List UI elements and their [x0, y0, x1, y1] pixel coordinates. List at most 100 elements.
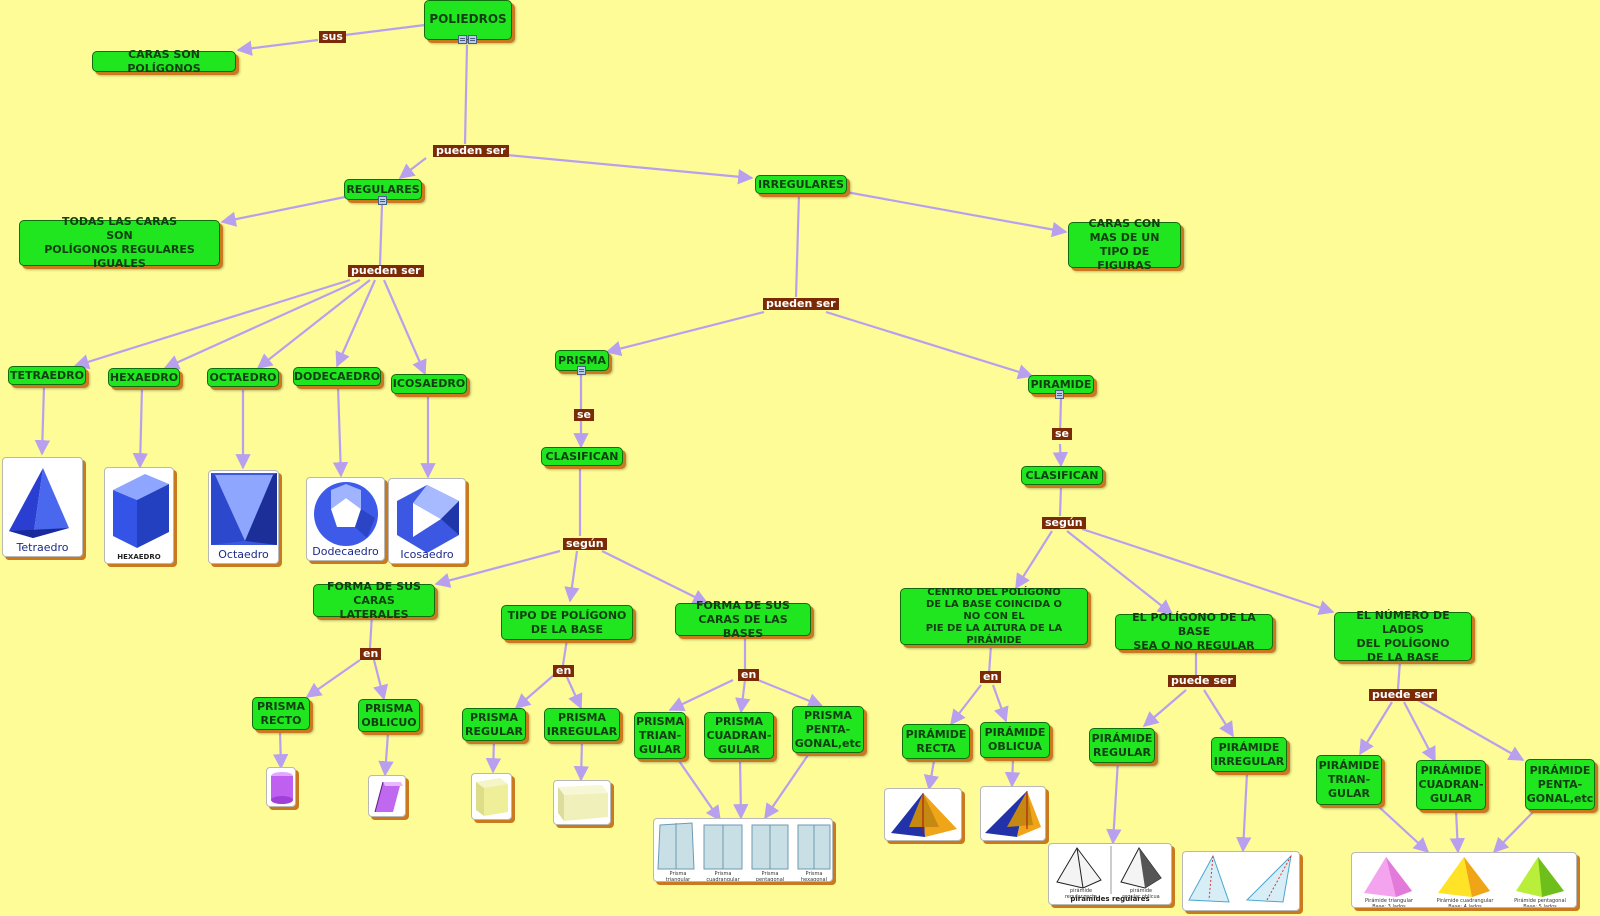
node-forma-caras-laterales[interactable]: FORMA DE SUS CARAS LATERALES [313, 580, 435, 621]
node-prisma-irregular[interactable]: PRISMA IRREGULAR [544, 708, 620, 741]
prisma-triangular-caption: Prisma triangular [665, 871, 691, 882]
node-forma-caras-bases-label: FORMA DE SUS CARAS DE LAS BASES [696, 598, 790, 640]
octaedro-caption: Octaedro [218, 548, 269, 561]
node-prisma-cuadrangular[interactable]: PRISMA CUADRAN- GULAR [704, 712, 774, 759]
node-caras-con[interactable]: CARAS CON MAS DE UN TIPO DE FIGURAS [1068, 217, 1181, 272]
document-icon[interactable] [577, 366, 586, 375]
node-prisma-regular-label: PRISMA REGULAR [465, 710, 523, 738]
node-piramide-irregular[interactable]: PIRÁMIDE IRREGULAR [1211, 737, 1287, 772]
node-piramide-regular[interactable]: PIRÁMIDE REGULAR [1089, 728, 1155, 763]
node-dodecaedro[interactable]: DODECAEDRO [293, 367, 381, 386]
node-tetraedro[interactable]: TETRAEDRO [8, 366, 86, 385]
node-poliedros[interactable]: POLIEDROS [424, 0, 512, 40]
node-hexaedro-label: HEXAEDRO [109, 370, 179, 384]
node-forma-caras-laterales-label: FORMA DE SUS CARAS LATERALES [327, 579, 421, 621]
node-piramide-regular-label: PIRÁMIDE REGULAR [1091, 731, 1153, 759]
document-icon[interactable] [458, 35, 467, 44]
node-dodecaedro-label: DODECAEDRO [293, 369, 381, 383]
irregular-pyramids-icon [1188, 854, 1292, 903]
document-icon[interactable] [378, 196, 387, 205]
link-label-segun: según [1042, 517, 1086, 529]
node-regulares[interactable]: REGULARES [344, 179, 422, 200]
node-piramide-cuadrangular[interactable]: PIRÁMIDE CUADRAN- GULAR [1416, 760, 1486, 810]
hexaedro-image[interactable]: HEXAEDRO [104, 467, 174, 564]
node-piramide-pentagonal[interactable]: PIRÁMIDE PENTA- GONAL,etc [1525, 759, 1595, 810]
document-icon[interactable] [468, 35, 477, 44]
node-prisma-oblicuo-label: PRISMA OBLICUO [361, 701, 417, 729]
right-pyramid-icon [891, 793, 957, 837]
node-hexaedro[interactable]: HEXAEDRO [108, 368, 180, 387]
prisma-oblicuo-image[interactable] [368, 775, 406, 817]
node-prisma-pentagonal[interactable]: PRISMA PENTA- GONAL,etc [792, 706, 864, 753]
regular-pyramids-icon [1056, 846, 1162, 894]
node-piramide-triangular-label: PIRÁMIDE TRIAN- GULAR [1318, 759, 1380, 800]
octaedro-image[interactable]: Octaedro [208, 470, 279, 564]
link-label-sus: sus [319, 31, 346, 43]
right-prism-icon [271, 772, 293, 804]
link-label-en: en [738, 669, 760, 681]
document-icon[interactable] [1055, 390, 1064, 399]
node-prisma-label: PRISMA [558, 353, 607, 367]
piramide-oblicua-image[interactable] [980, 786, 1046, 841]
node-irregulares[interactable]: IRREGULARES [755, 175, 847, 194]
node-prisma-cuadrangular-label: PRISMA CUADRAN- GULAR [706, 714, 772, 756]
node-prisma[interactable]: PRISMA [555, 350, 609, 371]
node-irregulares-label: IRREGULARES [758, 177, 844, 191]
link-label-pueden-ser: pueden ser [433, 145, 509, 157]
node-clasifican-prisma[interactable]: CLASIFICAN [541, 447, 623, 466]
node-prisma-irregular-label: PRISMA IRREGULAR [546, 710, 618, 738]
node-prisma-triangular[interactable]: PRISMA TRIAN- GULAR [634, 712, 686, 759]
node-piramide-label: PIRAMIDE [1030, 377, 1092, 391]
octahedron-icon [211, 473, 277, 545]
node-poligono-base-regular[interactable]: EL POLÍGONO DE LA BASE SEA O NO REGULAR [1115, 611, 1273, 652]
node-piramide-oblicua[interactable]: PIRÁMIDE OBLICUA [980, 722, 1050, 758]
prisma-recto-image[interactable] [266, 767, 296, 807]
prisma-regular-image[interactable] [471, 773, 512, 820]
node-prisma-recto[interactable]: PRISMA RECTO [252, 697, 310, 730]
link-label-puede-ser: puede ser [1369, 689, 1437, 701]
prismas-image[interactable]: Prisma triangular Prisma cuadrangular Pr… [653, 818, 833, 882]
node-numero-lados[interactable]: EL NÚMERO DE LADOS DEL POLÍGONO DE LA BA… [1334, 609, 1472, 664]
link-label-puede-ser: puede ser [1168, 675, 1236, 687]
piramides-irregulares-image[interactable] [1182, 851, 1300, 911]
prisma-irregular-image[interactable] [553, 780, 611, 825]
node-prisma-regular[interactable]: PRISMA REGULAR [462, 708, 526, 741]
node-piramide-triangular[interactable]: PIRÁMIDE TRIAN- GULAR [1316, 755, 1382, 805]
icosaedro-caption: Icosaedro [400, 548, 454, 561]
dodecaedro-image[interactable]: Dodecaedro [306, 477, 385, 561]
hexaedro-caption: HEXAEDRO [117, 553, 161, 561]
node-clasifican-piramide-label: CLASIFICAN [1025, 468, 1099, 482]
node-centro-poligono[interactable]: CENTRO DEL POLÍGONO DE LA BASE COINCIDA … [900, 587, 1088, 646]
node-numero-lados-label: EL NÚMERO DE LADOS DEL POLÍGONO DE LA BA… [1356, 608, 1450, 664]
link-label-pueden-ser: pueden ser [763, 298, 839, 310]
node-prisma-oblicuo[interactable]: PRISMA OBLICUO [358, 699, 420, 732]
node-todas-caras[interactable]: TODAS LAS CARAS SON POLÍGONOS REGULARES … [19, 215, 220, 270]
node-forma-caras-bases[interactable]: FORMA DE SUS CARAS DE LAS BASES [675, 599, 811, 640]
node-todas-caras-label: TODAS LAS CARAS SON POLÍGONOS REGULARES … [44, 215, 195, 270]
prisms-group-icon [657, 822, 831, 870]
prisma-hexagonal-caption: Prisma hexagonal [800, 871, 828, 882]
tetraedro-image[interactable]: Tetraedro [2, 457, 83, 557]
node-tipo-poligono-base-label: TIPO DE POLÍGONO DE LA BASE [507, 608, 627, 636]
oblique-prism-icon [374, 781, 403, 813]
piramide-recta-image[interactable] [884, 788, 962, 841]
tetrahedron-icon [9, 468, 69, 538]
node-piramide-recta[interactable]: PIRÁMIDE RECTA [902, 724, 970, 759]
link-label-en: en [980, 671, 1002, 683]
node-piramide[interactable]: PIRAMIDE [1028, 375, 1094, 394]
node-icosaedro-label: ICOSAEDRO [392, 377, 466, 390]
node-icosaedro[interactable]: ICOSAEDRO [391, 374, 467, 394]
link-label-pueden-ser: pueden ser [348, 265, 424, 277]
node-caras-poligonos[interactable]: CARAS SON POLÍGONOS [92, 48, 236, 75]
icosaedro-image[interactable]: Icosaedro [388, 478, 466, 564]
node-octaedro[interactable]: OCTAEDRO [207, 368, 279, 387]
node-clasifican-piramide[interactable]: CLASIFICAN [1021, 466, 1103, 485]
node-tipo-poligono-base[interactable]: TIPO DE POLÍGONO DE LA BASE [501, 605, 633, 640]
